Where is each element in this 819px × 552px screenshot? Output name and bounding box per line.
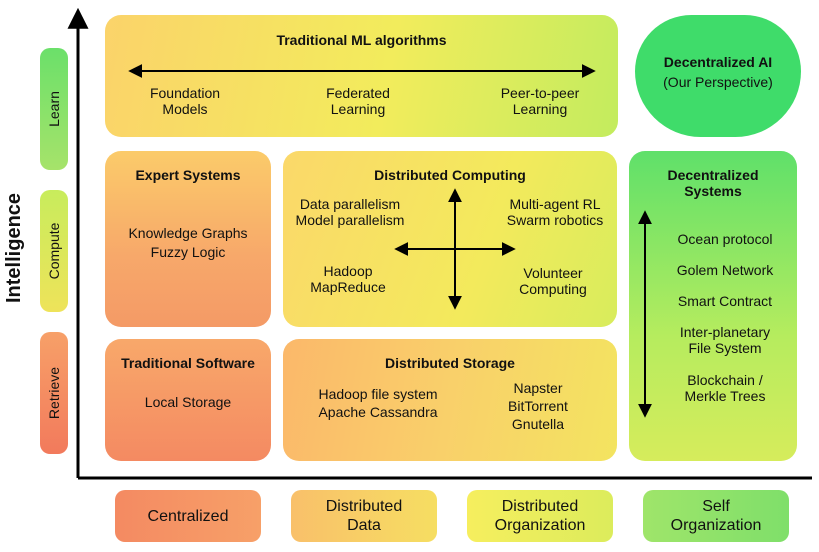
ds-item-ocean: Ocean protocol [677, 231, 773, 247]
expert-systems-items: Knowledge Graphs Fuzzy Logic [128, 225, 248, 260]
ml-arrow [128, 64, 596, 78]
ml-algorithms-box: Traditional ML algorithms Foundation Mod… [105, 15, 618, 137]
y-axis-title: Intelligence [3, 192, 25, 303]
y-level-retrieve: Retrieve [40, 332, 68, 454]
x-level-self-organization: Self Organization [643, 490, 789, 542]
ml-algorithms-title: Traditional ML algorithms [276, 32, 447, 48]
y-level-label: Retrieve [46, 366, 62, 420]
ds-item-blockchain: Blockchain / Merkle Trees [684, 372, 766, 404]
distributed-computing-box: Distributed Computing Data parallelism M… [283, 151, 617, 327]
x-level-distributed-data: Distributed Data [291, 490, 437, 542]
y-level-label: Compute [46, 222, 62, 280]
decentralized-ai-subtitle: (Our Perspective) [663, 74, 773, 90]
y-level-compute: Compute [40, 190, 68, 312]
ml-item-foundation: Foundation Models [149, 85, 221, 117]
expert-systems-box: Expert Systems Knowledge Graphs Fuzzy Lo… [105, 151, 271, 327]
distributed-storage-box: Distributed Storage Hadoop file system A… [283, 339, 617, 461]
ds-item-smart-contract: Smart Contract [677, 293, 773, 309]
dc-top-left: Data parallelism Model parallelism [295, 196, 405, 228]
ds-storage-right: Napster BitTorrent Gnutella [508, 380, 568, 432]
ds-item-ipfs: Inter-planetary File System [679, 324, 771, 356]
expert-systems-title: Expert Systems [135, 167, 241, 183]
traditional-software-box: Traditional Software Local Storage [105, 339, 271, 461]
decentralized-ai-title: Decentralized AI [663, 54, 773, 70]
decentralized-systems-box: Decentralized Systems Ocean protocol Gol… [629, 151, 797, 461]
distributed-storage-title: Distributed Storage [385, 355, 515, 371]
ds-item-golem: Golem Network [676, 262, 774, 278]
ml-item-federated: Federated Learning [326, 85, 390, 117]
x-level-centralized: Centralized [115, 490, 261, 542]
dc-bottom-right: Volunteer Computing [519, 265, 587, 297]
decentralized-systems-title: Decentralized Systems [667, 167, 759, 199]
vertical-arrow [638, 210, 652, 418]
ml-item-p2p: Peer-to-peer Learning [500, 85, 580, 117]
traditional-software-items: Local Storage [144, 394, 232, 410]
traditional-software-title: Traditional Software [121, 355, 255, 371]
decentralized-ai-box: Decentralized AI (Our Perspective) [635, 15, 801, 137]
distributed-computing-title: Distributed Computing [374, 167, 526, 183]
y-level-learn: Learn [40, 48, 68, 170]
dc-bottom-left: Hadoop MapReduce [310, 263, 386, 295]
ds-storage-left: Hadoop file system Apache Cassandra [318, 386, 438, 420]
dc-top-right: Multi-agent RL Swarm robotics [506, 196, 604, 228]
cross-arrows [394, 188, 516, 310]
x-level-distributed-organization: Distributed Organization [467, 490, 613, 542]
y-level-label: Learn [46, 91, 62, 127]
